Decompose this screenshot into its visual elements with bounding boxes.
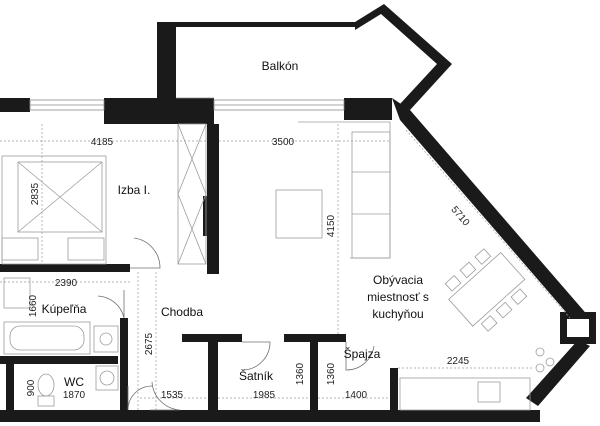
dim-2390: 2390	[55, 278, 78, 289]
bath-wall-bottom	[0, 356, 118, 364]
wc-left-wall	[6, 364, 14, 410]
windows	[29, 97, 345, 111]
balcony-right-wall	[355, 4, 452, 110]
dim-2245: 2245	[447, 356, 470, 367]
wc-door	[127, 385, 153, 411]
washing-machine	[95, 365, 119, 391]
diagonal-wall	[392, 98, 590, 326]
room-kupelna: Kúpeľňa	[42, 302, 87, 316]
pantry-wall-right	[390, 368, 398, 410]
furniture	[1, 121, 555, 411]
top-wall-left	[0, 98, 30, 112]
closet-wall-right	[310, 334, 318, 410]
bathtub	[3, 321, 91, 355]
dimension-labels: 4185 3500 2835 4150 5710 2390 1660 2675 …	[26, 137, 472, 401]
dim-900: 900	[26, 379, 37, 396]
dining-table	[444, 248, 528, 332]
top-wall-right	[344, 98, 392, 120]
bedroom-door	[130, 237, 161, 269]
top-wall-mid	[104, 98, 214, 124]
bedroom-wall-right	[207, 124, 219, 274]
walls	[0, 4, 596, 422]
dim-2835: 2835	[30, 182, 41, 205]
coffee-table	[275, 189, 323, 239]
dim-3500: 3500	[272, 137, 295, 148]
room-chodba: Chodba	[161, 305, 203, 319]
bathroom-door	[97, 290, 125, 319]
corner-column-inner	[567, 319, 589, 337]
bath-sink	[3, 277, 31, 309]
washbasin	[93, 325, 119, 353]
room-obyvacia-line2: miestnosť s	[367, 290, 429, 304]
dim-4185: 4185	[91, 137, 114, 148]
closet-wall-left	[208, 334, 218, 410]
lower-right-wall	[526, 340, 590, 406]
pantry-door	[345, 342, 375, 371]
dim-1360-right: 1360	[326, 362, 337, 385]
dim-1400: 1400	[345, 390, 368, 401]
bedroom-wall-bottom	[0, 264, 130, 272]
toilet	[37, 373, 55, 397]
room-satnik: Šatník	[239, 368, 274, 383]
dim-1360-left: 1360	[295, 362, 306, 385]
closet-door	[242, 341, 271, 371]
dim-1535: 1535	[161, 390, 184, 401]
bottom-wall	[0, 410, 540, 422]
entrance-door	[150, 381, 181, 411]
dim-1660: 1660	[28, 294, 39, 317]
bath-wall-right	[120, 318, 128, 410]
room-labels: Balkón Izba I. Obývacia miestnosť s kuch…	[42, 59, 429, 389]
dimension-lines	[0, 124, 571, 410]
room-balkon: Balkón	[262, 59, 299, 73]
bed	[1, 155, 107, 265]
balcony-left-wall	[157, 22, 176, 106]
dim-1870: 1870	[63, 390, 86, 401]
balcony-top-wall	[157, 22, 355, 27]
room-obyvacia-line1: Obývacia	[373, 273, 423, 287]
kitchen-counter	[399, 377, 531, 411]
dim-5710: 5710	[448, 204, 471, 228]
dim-2675: 2675	[144, 332, 155, 355]
dim-4150: 4150	[326, 214, 337, 237]
bedroom-wardrobe	[177, 123, 207, 265]
room-wc: WC	[64, 375, 84, 389]
room-spajza: Špajza	[344, 346, 381, 361]
doors	[97, 237, 375, 411]
dim-1985: 1985	[253, 390, 276, 401]
room-izba: Izba I.	[118, 183, 151, 197]
room-obyvacia-line3: kuchyňou	[372, 307, 423, 321]
